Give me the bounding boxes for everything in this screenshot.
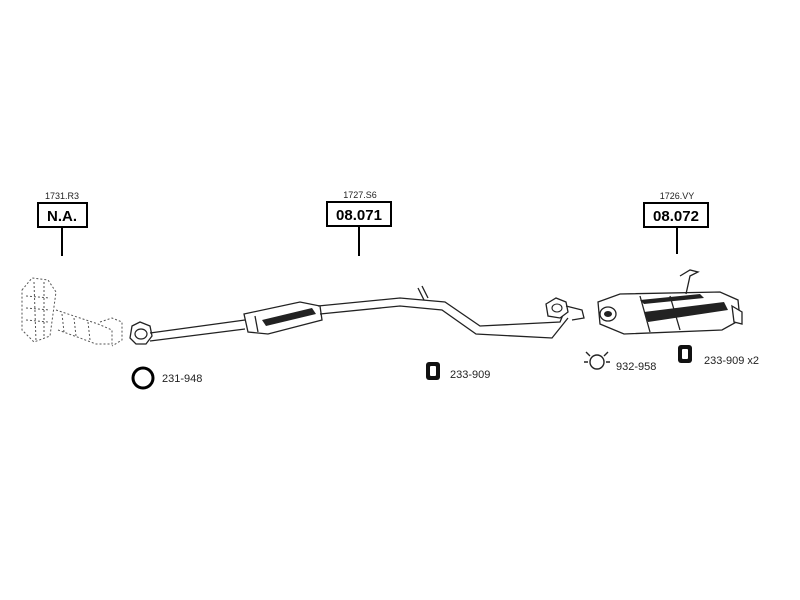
hardware-clamp[interactable]: 932-958: [584, 351, 656, 373]
part-ref-rear: 1726.VY: [660, 191, 695, 201]
part-code-box-center: [326, 201, 392, 227]
part-callout-center[interactable]: 1727.S6 08.071: [326, 190, 392, 256]
hardware-hanger-rear[interactable]: 233-909 x2: [678, 345, 759, 367]
part-callout-rear[interactable]: 1726.VY 08.072: [643, 191, 709, 254]
part-code-box-rear: [643, 202, 709, 228]
center-pipe-drawing: [129, 285, 585, 345]
rear-silencer-drawing: [597, 269, 743, 335]
part-number-clamp: 932-958: [616, 361, 656, 373]
part-ref-center: 1727.S6: [343, 190, 377, 200]
gasket-ring-icon: [131, 366, 155, 390]
rubber-hanger-icon: [426, 362, 440, 380]
part-ref-front: 1731.R3: [45, 191, 79, 201]
part-code-center: 08.071: [336, 207, 382, 224]
hardware-gasket[interactable]: 231-948: [131, 366, 202, 390]
part-number-hanger-center: 233-909: [450, 369, 490, 381]
pipe-clamp-icon: [584, 351, 610, 370]
part-number-hanger-rear: 233-909 x2: [704, 355, 759, 367]
part-number-gasket: 231-948: [162, 373, 202, 385]
part-callout-front[interactable]: 1731.R3 N.A.: [37, 191, 88, 256]
part-code-rear: 08.072: [653, 208, 699, 225]
hardware-hanger-center[interactable]: 233-909: [426, 362, 490, 381]
rubber-hanger-icon: [678, 345, 692, 363]
part-code-front: N.A.: [47, 208, 77, 225]
front-pipe-drawing: [21, 277, 123, 347]
